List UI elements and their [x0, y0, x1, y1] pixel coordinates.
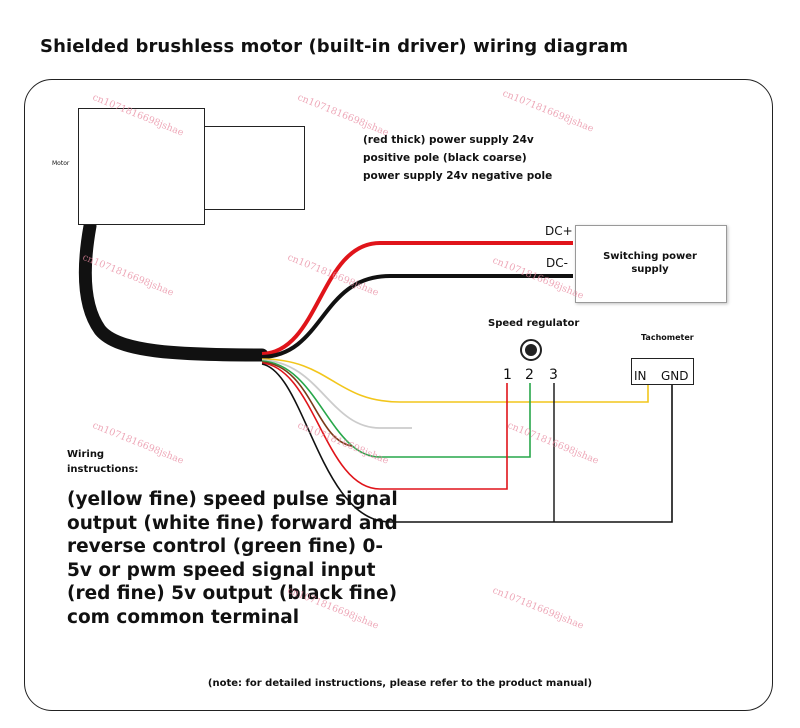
- green-fine-wire: [261, 360, 531, 458]
- power-note: (red thick) power supply 24v positive po…: [363, 131, 552, 185]
- red-fine-wire: [261, 362, 508, 490]
- tachometer-box: [631, 358, 694, 385]
- diagram-frame: [24, 79, 773, 711]
- tachometer-gnd-label: GND: [661, 369, 689, 383]
- red-thick-wire: [261, 241, 573, 356]
- diagram-title: Shielded brushless motor (built-in drive…: [40, 36, 629, 57]
- black-coarse-wire: [261, 274, 573, 359]
- power-note-line1: (red thick) power supply 24v: [363, 134, 534, 146]
- speed-regulator-pin-3: 3: [549, 367, 558, 383]
- dc-minus-label: DC-: [546, 256, 568, 270]
- motor-label: Motor: [52, 160, 70, 167]
- bottom-note: (note: for detailed instructions, please…: [207, 678, 593, 689]
- tachometer-label: Tachometer: [641, 333, 694, 342]
- wiring-instructions-body: (yellow fine) speed pulse signal output …: [67, 489, 398, 628]
- black-fine-wire: [261, 363, 673, 523]
- yellow-fine-wire: [261, 358, 649, 403]
- power-note-line2: positive pole (black coarse): [363, 152, 527, 164]
- motor-body: [78, 108, 205, 225]
- motor-head: [204, 126, 305, 210]
- power-note-line3: power supply 24v negative pole: [363, 170, 553, 182]
- speed-regulator-label: Speed regulator: [488, 318, 580, 329]
- dc-plus-label: DC+: [545, 224, 573, 238]
- wiring-instructions-heading: Wiring instructions:: [67, 449, 139, 475]
- tachometer-in-label: IN: [634, 369, 647, 383]
- brown-fine-wire: [261, 361, 353, 447]
- power-supply-label: Switching power supply: [603, 251, 697, 275]
- speed-regulator-pin-1: 1: [503, 367, 512, 383]
- white-fine-wire: [261, 359, 412, 429]
- speed-regulator-pin-2: 2: [525, 367, 534, 383]
- motor-cable: [78, 219, 269, 362]
- switching-power-supply: [575, 225, 727, 303]
